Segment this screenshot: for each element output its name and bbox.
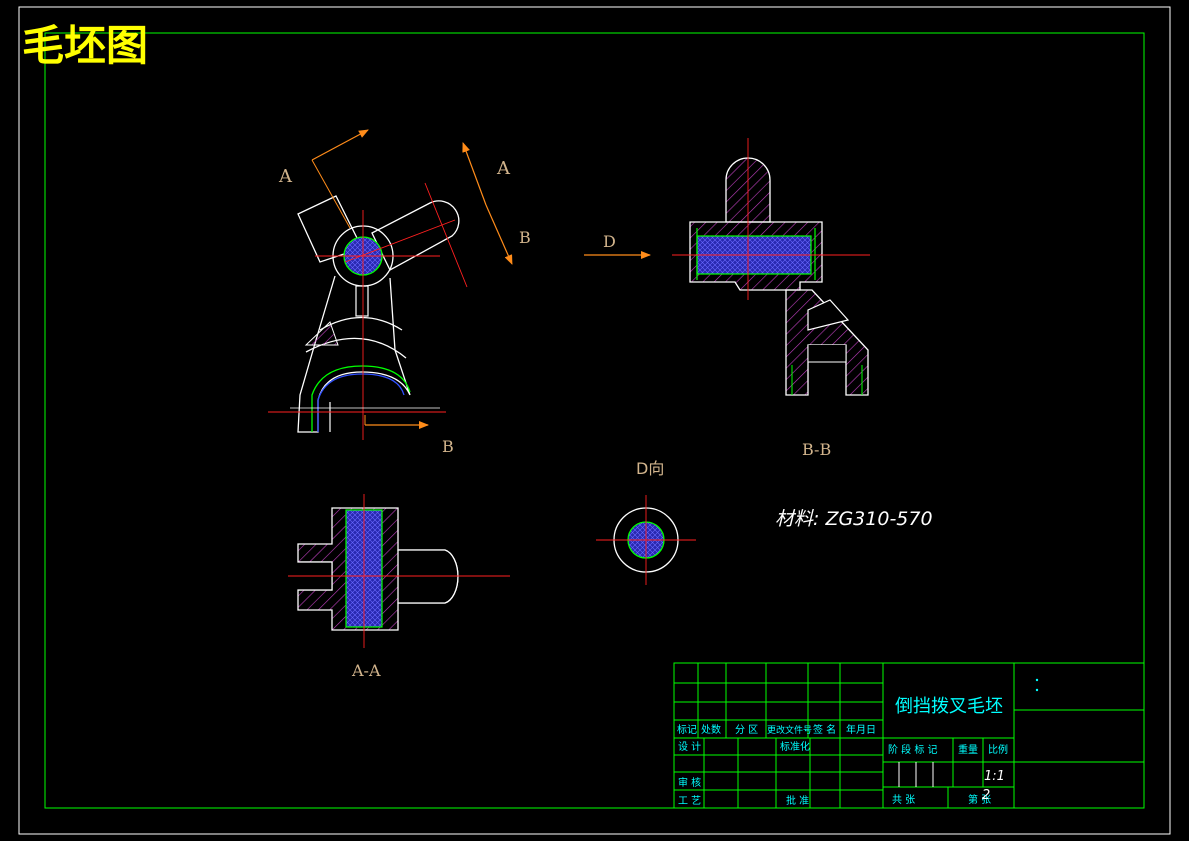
label-b-right: B bbox=[519, 228, 531, 247]
tb-design: 设 计 bbox=[678, 740, 701, 753]
tb-review: 审 核 bbox=[678, 776, 701, 789]
scale-value: 1:1 bbox=[984, 769, 1005, 784]
tb-header-2: 分 区 bbox=[735, 724, 758, 736]
tb-ratio: 比例 bbox=[988, 743, 1008, 756]
title-block bbox=[673, 662, 1145, 809]
mark-dot-2 bbox=[1035, 688, 1039, 692]
tb-total: 共 张 bbox=[892, 794, 915, 806]
label-d-arrow: D bbox=[603, 232, 616, 251]
tb-header-1: 处数 bbox=[701, 723, 721, 736]
material-note: 材料: ZG310-570 bbox=[775, 508, 933, 530]
label-section-aa: A-A bbox=[351, 661, 381, 680]
label-b-bottom: B bbox=[442, 437, 454, 456]
section-bb-view bbox=[584, 138, 870, 396]
inner-border bbox=[44, 32, 1145, 809]
tb-header-4: 签 名 bbox=[813, 723, 836, 736]
tb-sheet: 第 张 bbox=[968, 793, 991, 806]
tb-header-3: 更改文件号 bbox=[767, 724, 812, 736]
tb-stage-marks: 阶 段 标 记 bbox=[888, 743, 938, 756]
part-name: 倒挡拨叉毛坯 bbox=[895, 696, 1003, 717]
label-a-right: A bbox=[496, 158, 511, 179]
label-a-top: A bbox=[278, 166, 293, 187]
section-aa-view bbox=[288, 494, 510, 648]
outer-frame bbox=[18, 6, 1171, 835]
view-d bbox=[596, 495, 696, 585]
title-block-labels: 标记 处数 分 区 更改文件号 签 名 年月日 设 计 标准化 审 核 工 艺 … bbox=[677, 723, 1008, 807]
tb-standardize: 标准化 bbox=[780, 740, 810, 753]
tb-approve: 批 准 bbox=[786, 794, 809, 807]
main-view bbox=[268, 129, 513, 440]
sheet-number: 2 bbox=[982, 788, 990, 803]
label-section-bb: B-B bbox=[802, 440, 831, 459]
tb-header-5: 年月日 bbox=[846, 723, 876, 736]
label-view-d: D向 bbox=[636, 459, 664, 478]
drawing-title: 毛坯图 bbox=[22, 21, 148, 70]
tb-weight: 重量 bbox=[958, 743, 978, 756]
tb-header-0: 标记 bbox=[677, 724, 697, 736]
mark-dot-1 bbox=[1035, 678, 1039, 682]
tb-process: 工 艺 bbox=[678, 795, 701, 807]
